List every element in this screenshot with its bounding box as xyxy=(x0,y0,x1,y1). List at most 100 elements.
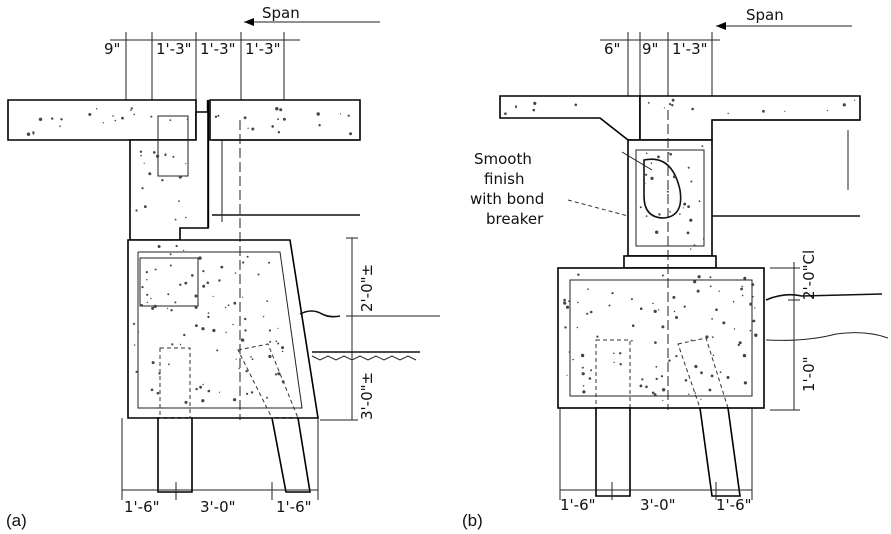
aggregate-dot xyxy=(339,113,342,115)
aggregate-dot xyxy=(112,115,114,117)
aggregate-dot xyxy=(741,294,744,297)
aggregate-dot xyxy=(277,131,281,134)
aggregate-dot xyxy=(650,176,654,180)
aggregate-dot xyxy=(133,113,135,116)
aggregate-dot xyxy=(130,107,133,110)
aggregate-dot xyxy=(709,285,712,288)
aggregate-dot xyxy=(95,108,98,110)
aggregate-dot xyxy=(577,301,579,304)
aggregate-dot xyxy=(279,108,283,112)
aggregate-dot xyxy=(191,274,194,277)
aggregate-dot xyxy=(566,374,568,376)
aggregate-dot xyxy=(178,175,182,179)
panel-a-drawing: Span 9" 1'-3" 1'-3" 1'-3" xyxy=(6,4,440,530)
aggregate-dot xyxy=(214,115,218,119)
aggregate-dot xyxy=(749,329,752,332)
aggregate-dot xyxy=(752,319,756,323)
aggregate-dot xyxy=(671,104,674,107)
panel-b-dim-6in: 6" xyxy=(604,40,620,58)
aggregate-dot xyxy=(242,261,245,264)
aggregate-dot xyxy=(207,312,210,314)
aggregate-dot xyxy=(687,205,690,209)
aggregate-dot xyxy=(158,372,161,375)
aggregate-dot xyxy=(563,298,566,302)
aggregate-dot xyxy=(130,109,132,111)
aggregate-dot xyxy=(684,379,688,382)
panel-b-label: (b) xyxy=(462,511,483,530)
aggregate-dot xyxy=(243,116,247,120)
aggregate-dot xyxy=(669,211,671,213)
aggregate-dot xyxy=(854,99,856,101)
aggregate-dot xyxy=(218,391,221,393)
aggregate-dot xyxy=(645,152,648,155)
aggregate-dot xyxy=(347,114,350,117)
aggregate-dot xyxy=(631,324,635,328)
aggregate-dot xyxy=(174,218,177,221)
aggregate-dot xyxy=(114,119,117,122)
aggregate-dot xyxy=(140,154,142,157)
panel-a-ground-texture xyxy=(311,355,417,361)
panel-b-dim-1ft: 1'-0" xyxy=(800,356,818,392)
aggregate-dot xyxy=(51,117,54,120)
aggregate-dot xyxy=(132,322,136,325)
aggregate-dot xyxy=(689,218,693,222)
aggregate-dot xyxy=(688,393,690,395)
aggregate-dot xyxy=(102,122,105,124)
aggregate-dot xyxy=(217,114,220,117)
panel-b-note-line-3: with bond xyxy=(470,190,544,208)
aggregate-dot xyxy=(235,358,237,360)
aggregate-dot xyxy=(653,393,657,397)
aggregate-dot xyxy=(167,293,170,296)
aggregate-dot xyxy=(754,307,756,309)
panel-a-battered-pile-embedment xyxy=(237,343,299,419)
aggregate-dot xyxy=(683,305,686,308)
aggregate-dot xyxy=(515,106,517,109)
aggregate-dot xyxy=(826,109,829,112)
panel-a-span-arrowhead xyxy=(244,18,254,26)
aggregate-dot xyxy=(156,154,160,158)
aggregate-dot xyxy=(146,279,148,281)
panel-b-diaphragm-rebar xyxy=(635,149,705,247)
aggregate-dot xyxy=(563,301,567,305)
panel-a-cap-rebar-block xyxy=(139,257,199,307)
aggregate-dot xyxy=(532,108,536,112)
panel-b-drawing: Span 6" 9" 1'-3" Smooth finish with bond… xyxy=(462,6,889,530)
aggregate-dot xyxy=(156,391,160,395)
aggregate-dot xyxy=(216,349,219,352)
aggregate-dot xyxy=(245,370,248,373)
aggregate-dot xyxy=(240,338,245,342)
aggregate-dot xyxy=(564,326,567,329)
aggregate-dot xyxy=(274,373,277,376)
aggregate-dot xyxy=(710,374,714,378)
panel-b-girder-end-hook xyxy=(643,158,682,219)
aggregate-dot xyxy=(277,372,281,376)
aggregate-dot xyxy=(198,256,202,260)
aggregate-dot xyxy=(199,385,203,389)
aggregate-dot xyxy=(247,127,249,129)
aggregate-dot xyxy=(582,390,586,394)
aggregate-dot xyxy=(207,389,211,393)
aggregate-dot xyxy=(277,118,279,121)
aggregate-dot xyxy=(154,268,157,271)
aggregate-dot xyxy=(672,175,676,179)
aggregate-dot xyxy=(682,207,685,209)
aggregate-dot xyxy=(150,388,154,392)
aggregate-dot xyxy=(666,190,669,193)
panel-b-dim-bottom-3ft: 3'-0" xyxy=(640,496,676,514)
aggregate-dot xyxy=(693,280,697,284)
aggregate-dot xyxy=(683,202,687,206)
panel-a-cap-rebar-outline xyxy=(137,251,303,409)
aggregate-dot xyxy=(227,304,230,307)
panel-a-vertical-pile xyxy=(157,417,193,493)
aggregate-dot xyxy=(179,343,182,346)
aggregate-dot xyxy=(150,115,153,118)
aggregate-dot xyxy=(179,283,182,286)
aggregate-dot xyxy=(645,173,648,176)
aggregate-dot xyxy=(88,113,92,116)
aggregate-dot xyxy=(693,244,696,247)
aggregate-dot xyxy=(169,253,172,256)
aggregate-dot xyxy=(711,336,714,338)
panel-b-dim-1ft3in: 1'-3" xyxy=(672,40,708,58)
aggregate-dot xyxy=(655,377,658,381)
